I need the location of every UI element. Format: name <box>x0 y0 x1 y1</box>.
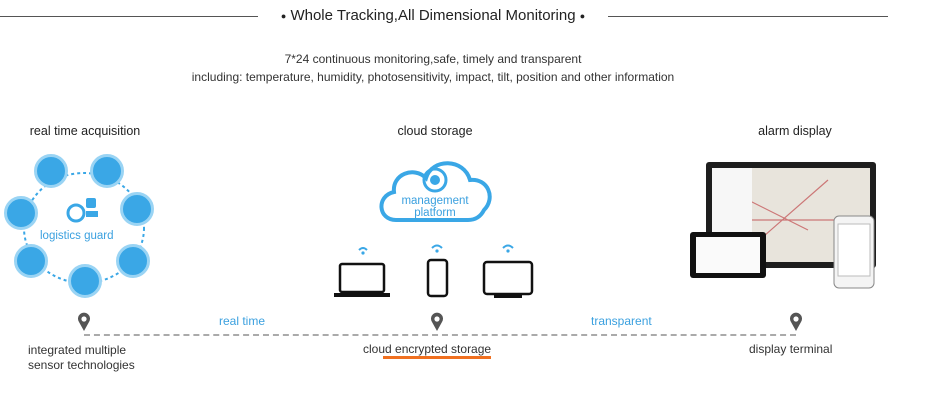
page-title: ● Whole Tracking,All Dimensional Monitor… <box>280 7 586 24</box>
location-pin-icon <box>430 312 444 332</box>
phone-icon <box>422 240 452 305</box>
column-heading-alarm: alarm display <box>758 124 832 138</box>
highlight-underline <box>383 356 491 359</box>
subtitle-line-2: including: temperature, humidity, photos… <box>191 70 675 84</box>
sensor-node-5 <box>68 264 102 298</box>
sensor-node-3 <box>120 192 154 226</box>
cloud-label-line1: management <box>401 195 469 207</box>
cloud-icon <box>379 161 492 222</box>
alarm-display-devices <box>688 160 888 290</box>
laptop-icon <box>334 242 392 305</box>
logistics-guard-label: logistics guard <box>40 230 114 242</box>
monitor-icon <box>480 240 540 305</box>
column-heading-acquisition: real time acquisition <box>29 124 141 138</box>
sensor-node-1 <box>34 154 68 188</box>
sensor-node-4 <box>116 244 150 278</box>
sensor-cluster: logistics guard <box>4 148 164 298</box>
sensor-node-2 <box>90 154 124 188</box>
segment-label-real-time: real time <box>219 314 266 328</box>
title-rule-left <box>0 16 258 17</box>
cloud-platform: management platform <box>372 150 498 230</box>
column-heading-cloud: cloud storage <box>397 124 473 138</box>
cloud-label-line2: platform <box>414 207 456 219</box>
timeline-line <box>84 334 796 336</box>
stop-label-sensors-line2: sensor technologies <box>28 358 135 372</box>
sensor-node-6 <box>14 244 48 278</box>
stop-label-display-terminal: display terminal <box>749 342 833 356</box>
title-rule-right <box>608 16 888 17</box>
subtitle-line-1: 7*24 continuous monitoring,safe, timely … <box>284 52 582 66</box>
stop-label-sensors-line1: integrated multiple <box>28 343 127 357</box>
stop-label-cloud-storage: cloud encrypted storage <box>363 342 492 356</box>
segment-label-transparent: transparent <box>591 314 652 328</box>
location-pin-icon <box>77 312 91 332</box>
display-terminals-illustration <box>690 162 876 289</box>
sensor-node-7 <box>4 196 38 230</box>
location-pin-icon <box>789 312 803 332</box>
